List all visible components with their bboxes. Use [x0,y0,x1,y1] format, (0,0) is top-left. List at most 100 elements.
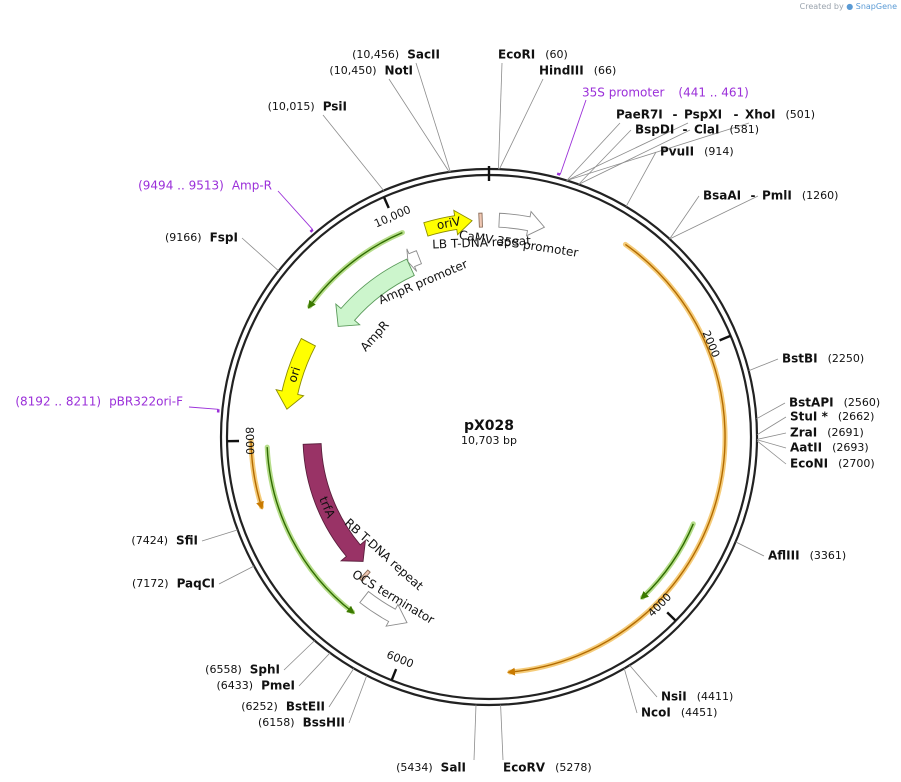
site-name-bstapi: BstAPI [789,396,834,410]
site-name-sacii: SacII [407,48,440,62]
site-leader-bstbi [748,358,779,372]
site-bspdi[interactable]: BspDI [635,123,674,137]
site-leader-paer7i [566,122,621,181]
site-name-sfii: SfiI [176,534,198,548]
feature-ampr[interactable] [335,258,415,327]
site-name-bstbi: BstBI [782,352,818,366]
site-aatii[interactable]: AatII(2693) [790,441,869,455]
orange-main-arc [507,243,726,676]
site-name-clai: ClaI [694,123,719,137]
site-sacii[interactable]: SacII(10,456) [352,48,440,62]
site-pvuii[interactable]: PvuII(914) [660,145,734,159]
site-econi[interactable]: EcoNI(2700) [790,457,875,471]
site-ncoi[interactable]: NcoI (4451) [641,706,717,720]
site-leader-ncoi [623,668,638,714]
feature-ori[interactable] [275,337,317,410]
site-pspxi[interactable]: PspXI [684,108,722,122]
tick-label-8000: 8000 [243,427,256,455]
primer-leader-35s-promoter [559,99,587,175]
site-bsaai[interactable]: BsaAI [703,189,741,203]
site-leader-ecorv [500,704,504,761]
site-bsshii[interactable]: BssHII (6158) [258,716,345,730]
site-name-ecorv: EcoRV [503,761,546,775]
site-separator: - [751,189,756,203]
site-afliii[interactable]: AflIII(3361) [768,549,846,563]
feature-layer [275,209,546,627]
feature-lbtdna[interactable] [478,212,483,228]
site-psii[interactable]: PsiI (10,015) [268,100,347,114]
site-bstbi[interactable]: BstBI(2250) [782,352,864,366]
site-noti[interactable]: NotI (10,450) [329,64,413,78]
feature-ocs[interactable] [359,590,408,627]
site-leader-bsaai [669,195,700,240]
primer-pbr322ori-f[interactable]: pBR322ori-F(8192 .. 8211) [15,395,220,413]
site-pmli[interactable]: PmlI(1260) [762,189,838,203]
site-separator: - [683,123,688,137]
site-bstapi[interactable]: BstAPI(2560) [789,396,880,410]
site-ecorv[interactable]: EcoRV(5278) [503,761,592,775]
site-xhoi[interactable]: XhoI(501) [745,108,815,122]
site-name-ncoi: NcoI [641,706,671,720]
site-name-psii: PsiI [323,100,347,114]
site-leader-econi [756,440,787,465]
site-sphi[interactable]: SphI(6558) [205,663,280,677]
site-clai[interactable]: ClaI(581) [694,123,759,137]
site-pos-psii: (10,015) [268,100,315,113]
feature-amprprom[interactable] [406,248,423,272]
tick-label-2000: 2000 [699,329,722,360]
site-ecori[interactable]: EcoRI(60) [498,48,568,62]
green-right-arc [640,523,694,600]
site-pos-ncoi: (4451) [681,706,718,719]
site-fspi[interactable]: FspI(9166) [165,231,238,245]
site-pos-econi: (2700) [838,457,875,470]
site-leader-sali [473,704,477,761]
site-stui[interactable]: StuI *(2662) [790,410,874,424]
site-name-bsteii: BstEII [286,700,325,714]
site-nsii[interactable]: NsiI(4411) [661,690,733,704]
site-pos-sphi: (6558) [205,663,242,676]
site-separator: - [673,108,678,122]
primer-pos-35s-promoter: (441 .. 461) [678,86,748,100]
site-name-noti: NotI [385,64,414,78]
site-name-sali: SalI [441,761,466,775]
site-name-bsshii: BssHII [303,716,345,730]
tick-mark-4000 [666,611,677,622]
site-leader-bsteii [328,668,355,708]
site-pos-bsshii: (6158) [258,716,295,729]
site-bsteii[interactable]: BstEII(6252) [241,700,325,714]
primer-amp-r[interactable]: Amp-R(9494 .. 9513) [138,179,314,233]
site-name-hindiii: HindIII [539,64,584,78]
site-pmei[interactable]: PmeI(6433) [217,679,295,693]
site-name-xhoi: XhoI [745,108,776,122]
site-leader-afliii [735,541,765,557]
site-leader-stui [756,416,787,436]
site-sfii[interactable]: SfiI(7424) [131,534,198,548]
site-leader-pvuii [625,151,657,207]
feature-trfa[interactable] [302,443,366,562]
site-zrai[interactable]: ZraI(2691) [790,426,864,440]
feature-rbtdna[interactable] [359,569,371,582]
feature-camv35s[interactable] [498,210,546,237]
site-sali[interactable]: SalI(5434) [396,761,466,775]
tick-mark-6000 [390,668,398,681]
site-paer7i[interactable]: PaeR7I [616,108,663,122]
plasmid-name: pX028 [464,418,514,434]
credit-prefix: Created by [799,2,844,11]
site-pos-stui: (2662) [838,410,875,423]
site-name-pvuii: PvuII [660,145,694,159]
plasmid-title: pX028 10,703 bp [461,418,517,447]
primer-35s-promoter[interactable]: 35S promoter(441 .. 461) [556,86,749,176]
site-leader-fspi [241,237,279,272]
site-paqci[interactable]: PaqCI(7172) [132,577,215,591]
site-name-pmei: PmeI [261,679,295,693]
site-label-layer: SacII(10,456) NotI (10,450) PsiI (10,015) Fsp… [131,48,880,775]
site-leader-bspdi [578,129,632,185]
feature-label-oriv: oriV [436,214,463,232]
feature-oriv[interactable] [423,209,473,237]
site-pos-zrai: (2691) [827,426,864,439]
site-leader-paqci [218,565,255,585]
site-hindiii[interactable]: HindIII(66) [539,64,616,78]
site-name-bsaai: BsaAI [703,189,741,203]
site-pos-noti: (10,450) [329,64,376,77]
